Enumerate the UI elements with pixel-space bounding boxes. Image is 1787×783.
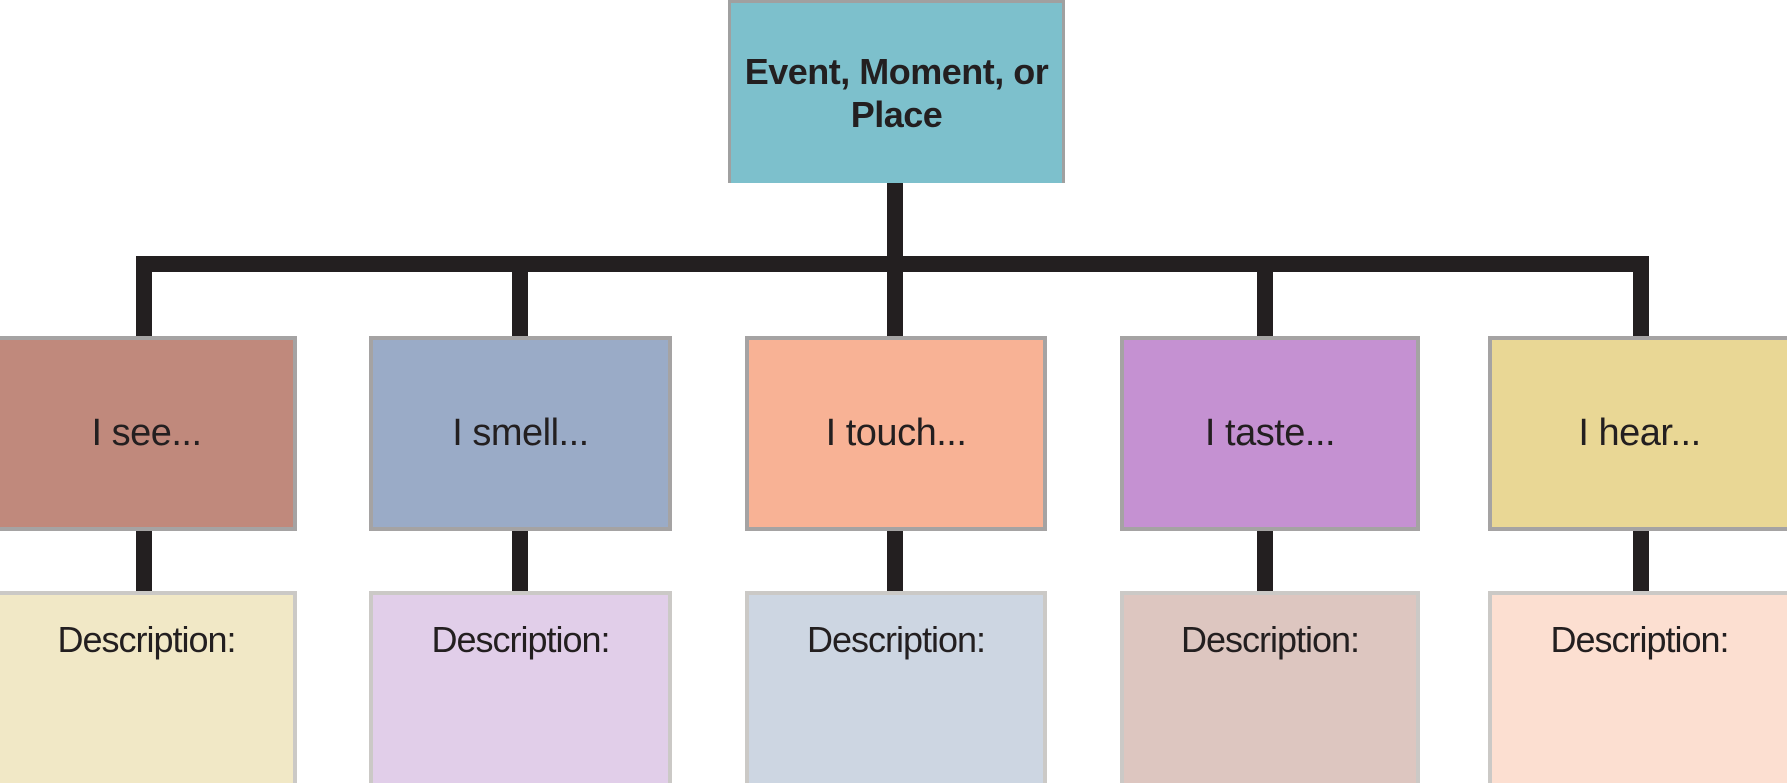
- description-label: Description:: [1180, 619, 1360, 660]
- root-node-label: Event, Moment, or Place: [744, 50, 1049, 135]
- sense-node-label: I smell...: [452, 412, 589, 454]
- connector-branch-hear: [1633, 256, 1649, 341]
- description-label: Description:: [431, 619, 610, 660]
- connector-desc-stem-see: [136, 531, 152, 596]
- node-i-touch: I touch...: [745, 336, 1047, 531]
- description-label: Description:: [57, 619, 236, 660]
- connector-branch-see: [136, 256, 152, 341]
- connector-desc-stem-taste: [1257, 531, 1273, 596]
- description-label: Description:: [806, 619, 986, 660]
- node-i-smell: I smell...: [369, 336, 672, 531]
- node-i-taste: I taste...: [1120, 336, 1420, 531]
- sense-node-label: I see...: [91, 412, 202, 454]
- connector-desc-stem-touch: [887, 531, 903, 596]
- connector-desc-stem-hear: [1633, 531, 1649, 596]
- description-box-smell: Description:: [369, 591, 672, 783]
- description-box-touch: Description:: [745, 591, 1047, 783]
- connector-desc-stem-smell: [512, 531, 528, 596]
- description-box-taste: Description:: [1120, 591, 1420, 783]
- connector-root-stem: [887, 183, 903, 272]
- description-box-see: Description:: [0, 591, 297, 783]
- sense-node-label: I taste...: [1204, 412, 1336, 454]
- sense-node-label: I hear...: [1578, 412, 1701, 454]
- node-i-hear: I hear...: [1488, 336, 1787, 531]
- node-event-moment-place: Event, Moment, or Place: [728, 0, 1065, 183]
- description-box-hear: Description:: [1488, 591, 1787, 783]
- node-i-see: I see...: [0, 336, 297, 531]
- connector-branch-taste: [1257, 256, 1273, 341]
- connector-branch-touch: [887, 256, 903, 341]
- connector-branch-smell: [512, 256, 528, 341]
- sense-node-label: I touch...: [825, 412, 967, 454]
- description-label: Description:: [1550, 619, 1729, 660]
